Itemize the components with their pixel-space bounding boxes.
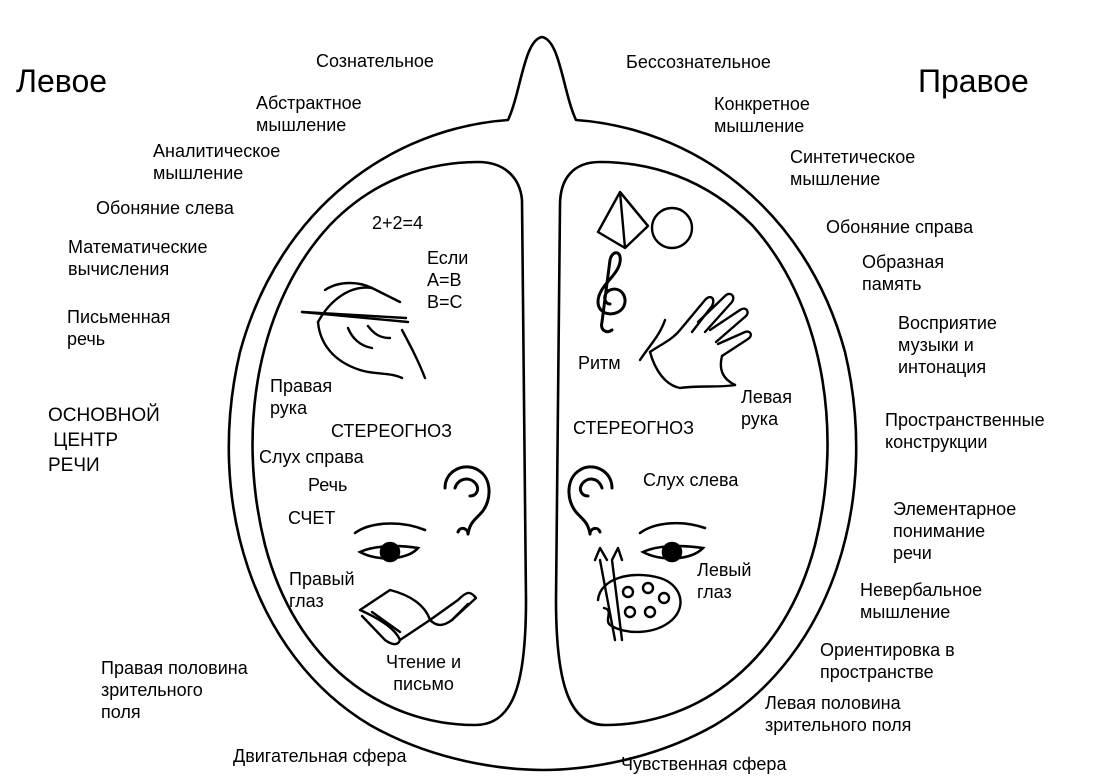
label-left-hand: Левая рука [741, 387, 792, 429]
label-motor-sphere: Двигательная сфера [233, 746, 407, 766]
label-music-perception: Восприятие музыки и интонация [898, 313, 997, 377]
label-stereognosis-right: СТЕРЕОГНОЗ [573, 418, 695, 438]
ear-icon [443, 465, 491, 536]
open-hand-icon [638, 292, 753, 390]
label-counting: СЧЕТ [288, 508, 336, 528]
label-left-visual-half: Левая половина зрительного поля [765, 693, 912, 735]
label-left-eye: Левый глаз [697, 560, 752, 602]
label-stereognosis-left: СТЕРЕОГНОЗ [331, 421, 453, 441]
eye-icon [638, 521, 707, 563]
open-book-icon [358, 588, 478, 646]
label-analytic-thinking: Аналитическое мышление [153, 141, 281, 183]
label-smell-left: Обоняние слева [96, 198, 234, 218]
label-equation: 2+2=4 [372, 213, 424, 233]
palette-brushes-icon [593, 546, 682, 642]
label-abstract-thinking: Абстрактное мышление [256, 93, 362, 135]
label-sensory-sphere: Чувственная сфера [621, 754, 787, 774]
brain-outline [227, 35, 858, 772]
label-hearing-right: Слух справа [259, 447, 364, 467]
label-rhythm: Ритм [578, 353, 621, 373]
label-written-speech: Письменная речь [67, 307, 171, 349]
ear-icon [567, 465, 614, 536]
label-smell-right: Обоняние справа [826, 217, 974, 237]
right-hemisphere-outline [554, 160, 829, 727]
label-synthetic-thinking: Синтетическое мышление [790, 147, 916, 189]
label-spatial-orientation: Ориентировка в пространстве [820, 640, 955, 682]
label-math-calculations: Математические вычисления [68, 237, 208, 279]
label-elementary-speech: Элементарное понимание речи [893, 499, 1017, 563]
circle-icon [650, 206, 694, 250]
left-hemisphere-outline [251, 160, 528, 727]
treble-clef-icon [596, 251, 627, 334]
label-hearing-left: Слух слева [643, 470, 739, 490]
label-right-eye: Правый глаз [289, 569, 355, 611]
writing-hand-icon [300, 281, 427, 380]
label-right-visual-half: Правая половина зрительного поля [101, 658, 248, 722]
label-right-hand: Правая рука [270, 376, 333, 418]
label-reading-writing: Чтение и письмо [386, 652, 462, 694]
right-hemisphere-title: Правое [918, 63, 1029, 99]
pyramid-icon [596, 190, 650, 250]
label-nonverbal-thinking: Невербальное мышление [860, 580, 983, 622]
label-imagery-memory: Образная память [862, 252, 945, 294]
eye-icon [353, 522, 427, 563]
left-hemisphere-title: Левое [16, 63, 108, 99]
label-spatial-constructions: Пространственные конструкции [885, 410, 1045, 452]
label-speech: Речь [308, 475, 348, 495]
label-concrete-thinking: Конкретное мышление [714, 94, 810, 136]
label-conscious: Сознательное [316, 51, 434, 71]
label-unconscious: Бессознательное [626, 52, 771, 72]
label-logic: Если A=B B=C [427, 248, 469, 312]
label-speech-center: ОСНОВНОЙ ЦЕНТР РЕЧИ [48, 405, 160, 476]
